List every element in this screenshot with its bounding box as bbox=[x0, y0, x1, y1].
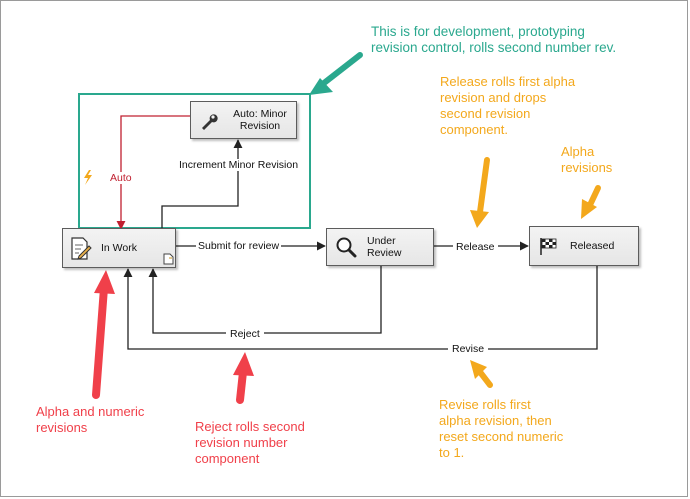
note-alpha-line2: revisions bbox=[561, 160, 613, 175]
state-under-review[interactable]: Under Review bbox=[326, 228, 434, 266]
teal-annotation-arrow bbox=[309, 52, 363, 95]
auto-minor-label: Auto: Minor Revision bbox=[229, 108, 291, 132]
note-reject-line2: revision number bbox=[195, 435, 288, 450]
under-review-label: Under Review bbox=[367, 235, 401, 259]
note-release: Release rolls first alpha revision and d… bbox=[440, 74, 575, 138]
note-revise-line4: to 1. bbox=[439, 445, 465, 460]
note-reject: Reject rolls second revision number comp… bbox=[195, 419, 305, 467]
auto-edge bbox=[116, 115, 190, 230]
increment-edge-label: Increment Minor Revision bbox=[178, 159, 300, 171]
note-revise-line1: Revise rolls first bbox=[439, 397, 531, 412]
note-revise-line2: alpha revision, then bbox=[439, 413, 552, 428]
note-alpha-numeric-line1: Alpha and numeric bbox=[36, 404, 145, 419]
new-document-icon bbox=[163, 253, 174, 268]
note-release-line4: component. bbox=[440, 122, 508, 137]
alpha-numeric-annotation-arrow bbox=[92, 270, 115, 399]
increment-edge bbox=[161, 139, 243, 229]
under-review-label-line1: Under bbox=[367, 235, 396, 247]
note-alpha-numeric-line2: revisions bbox=[36, 420, 88, 435]
edit-document-icon bbox=[70, 237, 92, 264]
under-review-label-line2: Review bbox=[367, 247, 402, 259]
reject-edge bbox=[148, 266, 382, 334]
state-in-work[interactable]: In Work bbox=[62, 228, 176, 268]
note-alpha-numeric: Alpha and numeric revisions bbox=[36, 404, 144, 436]
revise-edge-label: Revise bbox=[448, 343, 489, 355]
note-reject-line3: component bbox=[195, 451, 260, 466]
state-released[interactable]: Released bbox=[529, 226, 639, 266]
wrench-icon bbox=[199, 111, 219, 134]
note-release-line3: second revision bbox=[440, 106, 531, 121]
note-development: This is for development, prototyping rev… bbox=[371, 24, 616, 56]
lightning-icon bbox=[84, 170, 92, 185]
reject-edge-label: Reject bbox=[226, 328, 264, 340]
revise-edge bbox=[123, 266, 598, 350]
note-development-line2: revision control, rolls second number re… bbox=[371, 40, 617, 55]
development-group-box bbox=[78, 93, 311, 229]
note-revise: Revise rolls first alpha revision, then … bbox=[439, 397, 563, 461]
in-work-label: In Work bbox=[101, 242, 137, 254]
revise-annotation-arrow bbox=[470, 360, 493, 388]
alpha-annotation-arrow bbox=[581, 185, 601, 219]
note-reject-line1: Reject rolls second bbox=[195, 419, 305, 434]
magnifier-icon bbox=[335, 236, 357, 261]
note-release-line1: Release rolls first alpha bbox=[440, 74, 576, 89]
released-label: Released bbox=[570, 240, 615, 252]
checkered-flag-icon bbox=[538, 236, 558, 259]
release-annotation-arrow bbox=[470, 157, 490, 228]
release-edge-label: Release bbox=[453, 241, 498, 253]
auto-edge-label: Auto bbox=[109, 172, 133, 184]
state-auto-minor-revision[interactable]: Auto: Minor Revision bbox=[190, 101, 297, 139]
note-alpha-line1: Alpha bbox=[561, 144, 595, 159]
note-revise-line3: reset second numeric bbox=[439, 429, 564, 444]
reject-annotation-arrow bbox=[233, 352, 254, 404]
note-release-line2: revision and drops bbox=[440, 90, 547, 105]
auto-minor-label-line2: Revision bbox=[239, 120, 281, 132]
auto-minor-label-line1: Auto: Minor bbox=[233, 108, 287, 120]
note-development-line1: This is for development, prototyping bbox=[371, 24, 585, 39]
note-alpha-revisions: Alpha revisions bbox=[561, 144, 612, 176]
submit-edge-label: Submit for review bbox=[196, 240, 282, 252]
